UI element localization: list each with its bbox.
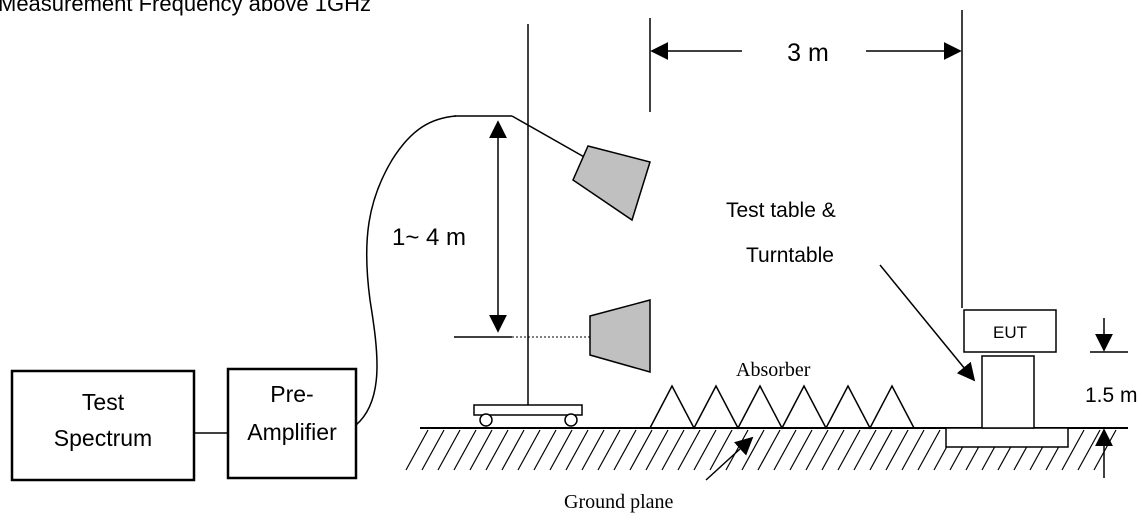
pre-amplifier-label-2: Amplifier bbox=[247, 419, 337, 445]
test-table-label-1: Test table & bbox=[726, 199, 836, 222]
ground-plane-label: Ground plane bbox=[564, 491, 674, 513]
pre-amplifier-label-1: Pre- bbox=[270, 381, 313, 407]
horn-antenna-lower bbox=[454, 299, 651, 373]
test-table bbox=[981, 355, 1035, 429]
horn-antenna-upper bbox=[454, 115, 651, 222]
table-height-dimension: 1.5 m bbox=[1085, 318, 1138, 478]
test-table-label-2: Turntable bbox=[746, 244, 834, 267]
eut-box: EUT bbox=[963, 309, 1057, 353]
distance-label: 3 m bbox=[787, 39, 829, 67]
absorber-label: Absorber bbox=[736, 359, 811, 381]
turntable bbox=[945, 427, 1069, 448]
antenna-mast bbox=[473, 24, 583, 427]
pre-amplifier-box: Pre- Amplifier bbox=[226, 367, 358, 480]
antenna-cable bbox=[355, 115, 457, 426]
ground-plane-pointer bbox=[705, 436, 754, 481]
test-table-pointer bbox=[879, 264, 976, 382]
test-spectrum-label-1: Test bbox=[82, 389, 125, 415]
test-spectrum-label-2: Spectrum bbox=[54, 425, 152, 451]
distance-dimension: 3 m bbox=[649, 10, 963, 308]
page-title: Measurement Frequency above 1GHz bbox=[0, 0, 371, 16]
absorber-cones bbox=[649, 384, 915, 430]
table-height-label: 1.5 m bbox=[1085, 384, 1138, 407]
eut-label: EUT bbox=[993, 323, 1027, 342]
test-spectrum-box: Test Spectrum bbox=[10, 369, 196, 482]
antenna-height-label: 1~ 4 m bbox=[392, 224, 466, 251]
